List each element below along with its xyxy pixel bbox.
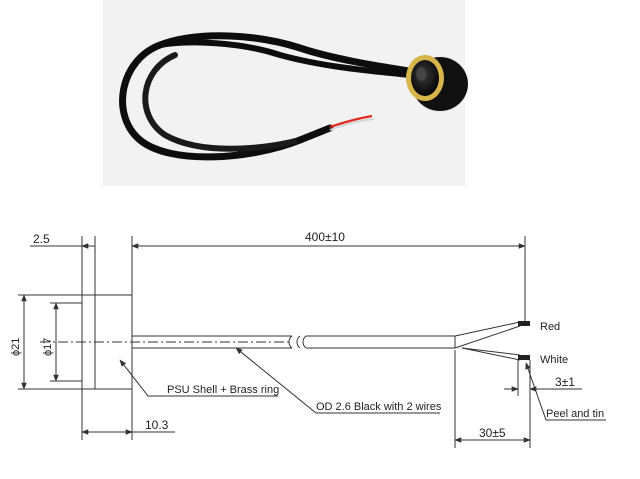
- dim-split-length: 30±5: [479, 426, 506, 440]
- drawing-text: 2.5 400±10 ϕ21 ϕ17 10.3 3±1 30±5 PSU She…: [10, 230, 604, 440]
- white-lead: [329, 118, 375, 131]
- dim-outer-diameter: ϕ21: [10, 338, 22, 356]
- sensor-cap: [406, 55, 468, 111]
- dim-inner-diameter: ϕ17: [42, 338, 54, 356]
- dim-strip-length: 3±1: [555, 375, 575, 389]
- wire-red: [454, 321, 521, 349]
- label-shell: PSU Shell + Brass ring: [167, 384, 279, 396]
- dim-shell-depth: 10.3: [145, 418, 169, 432]
- label-red-wire: Red: [540, 321, 560, 333]
- dim-cable-length: 400±10: [305, 230, 345, 244]
- red-lead: [329, 114, 373, 129]
- label-cable: OD 2.6 Black with 2 wires: [316, 401, 442, 413]
- wire-white: [461, 347, 521, 361]
- label-wire-end: Peel and tin: [546, 408, 604, 420]
- technical-drawing: [18, 236, 606, 448]
- cable-break: [288, 335, 307, 349]
- dim-shell-width: 2.5: [33, 232, 50, 246]
- product-photo: [103, 0, 468, 186]
- label-white-wire: White: [540, 354, 568, 366]
